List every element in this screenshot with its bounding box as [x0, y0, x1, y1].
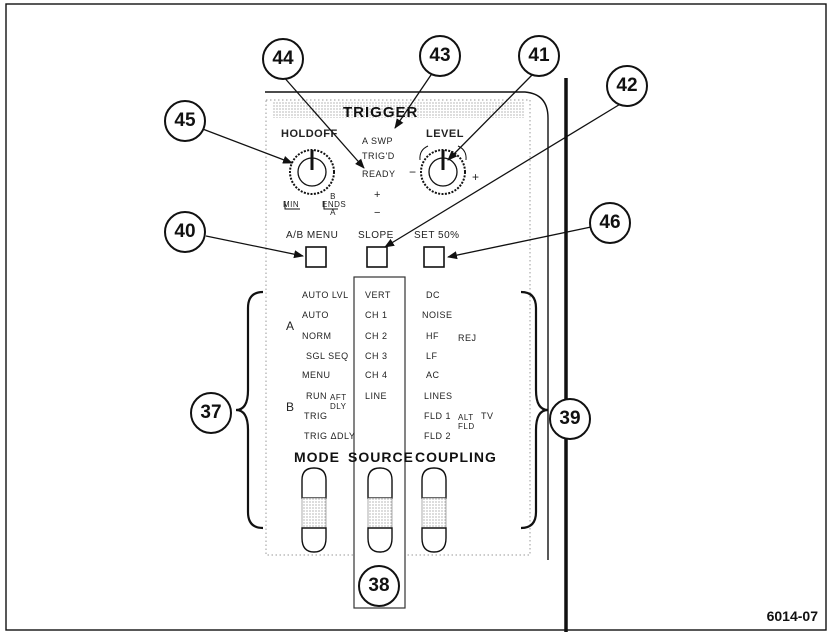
set50-button[interactable]	[423, 246, 445, 268]
callout-39: 39	[549, 398, 591, 440]
status-ready: READY	[362, 169, 396, 179]
mode-aft-dly: AFT DLY	[330, 393, 347, 411]
mode-item-trig-delta-dly: TRIG ΔDLY	[304, 431, 356, 441]
slope-button[interactable]	[366, 246, 388, 268]
mode-item-auto-lvl: AUTO LVL	[302, 290, 349, 300]
slope-label: SLOPE	[358, 230, 394, 241]
mode-item-run: RUN	[306, 391, 327, 401]
callout-45: 45	[164, 100, 206, 142]
slope-minus-label: −	[374, 207, 381, 219]
mode-rocker-switch[interactable]	[301, 467, 327, 553]
holdoff-b-ends-a-label: B ENDS A	[322, 192, 347, 217]
coupling-item-hf: HF	[426, 331, 439, 341]
trigger-title: TRIGGER	[343, 104, 419, 121]
panel-bezel-edge	[265, 91, 549, 560]
leader-44	[281, 74, 365, 169]
mode-item-auto: AUTO	[302, 310, 329, 320]
coupling-item-fld2: FLD 2	[424, 431, 452, 441]
coupling-tv-label: TV	[481, 411, 494, 421]
coupling-rocker-switch[interactable]	[421, 467, 447, 553]
trigger-title-band	[272, 102, 524, 118]
coupling-item-fld1: FLD 1	[424, 411, 452, 421]
source-heading: SOURCE	[348, 449, 414, 465]
callout-44: 44	[262, 38, 304, 80]
callout-38: 38	[358, 565, 400, 607]
coupling-item-lines: LINES	[424, 391, 453, 401]
coupling-item-lf: LF	[426, 351, 438, 361]
trigger-b-label: B	[286, 400, 295, 414]
slope-plus-label: +	[374, 189, 381, 201]
source-rocker-switch[interactable]	[367, 467, 393, 553]
callout-40: 40	[164, 211, 206, 253]
set50-label: SET 50%	[414, 230, 460, 241]
callout-37: 37	[190, 392, 232, 434]
leader-46	[447, 226, 592, 260]
source-item-ch4: CH 4	[365, 370, 388, 380]
leader-43	[394, 71, 434, 129]
mode-item-sgl-seq: SGL SEQ	[306, 351, 349, 361]
source-item-ch3: CH 3	[365, 351, 388, 361]
level-plus-label: +	[472, 170, 480, 184]
left-brace	[235, 290, 264, 530]
leader-41	[447, 71, 536, 161]
level-minus-label: −	[409, 165, 417, 179]
callout-42: 42	[606, 65, 648, 107]
coupling-alt-fld-label: ALT FLD	[458, 413, 475, 431]
leader-40	[205, 235, 304, 259]
status-trigd: TRIG'D	[362, 151, 395, 161]
leader-42	[384, 102, 623, 248]
mode-item-menu: MENU	[302, 370, 331, 380]
coupling-item-ac: AC	[426, 370, 440, 380]
status-a-swp: A SWP	[362, 136, 394, 146]
level-knob[interactable]	[419, 145, 467, 195]
figure-number: 6014-07	[766, 608, 818, 624]
holdoff-range-bracket	[284, 201, 338, 210]
holdoff-min-label: MIN	[283, 200, 300, 209]
figure-frame	[5, 3, 827, 631]
holdoff-label: HOLDOFF	[281, 128, 338, 140]
callout-43: 43	[419, 35, 461, 77]
source-item-ch2: CH 2	[365, 331, 388, 341]
source-item-ch1: CH 1	[365, 310, 388, 320]
coupling-item-noise: NOISE	[422, 310, 453, 320]
coupling-rej-label: REJ	[458, 333, 477, 343]
mode-item-norm: NORM	[302, 331, 332, 341]
mode-item-trig: TRIG	[304, 411, 328, 421]
source-item-vert: VERT	[365, 290, 391, 300]
ab-menu-label: A/B MENU	[286, 230, 339, 241]
coupling-heading: COUPLING	[415, 449, 497, 465]
source-column-box	[353, 276, 406, 609]
coupling-item-dc: DC	[426, 290, 440, 300]
holdoff-knob[interactable]	[289, 149, 335, 195]
level-label: LEVEL	[426, 128, 464, 140]
source-item-line: LINE	[365, 391, 388, 401]
leader-45	[199, 127, 293, 164]
callout-41: 41	[518, 35, 560, 77]
ab-menu-button[interactable]	[305, 246, 327, 268]
trigger-a-label: A	[286, 319, 295, 333]
mode-heading: MODE	[294, 449, 340, 465]
right-brace	[520, 290, 549, 530]
callout-46: 46	[589, 202, 631, 244]
trigger-panel-outline	[265, 99, 531, 556]
